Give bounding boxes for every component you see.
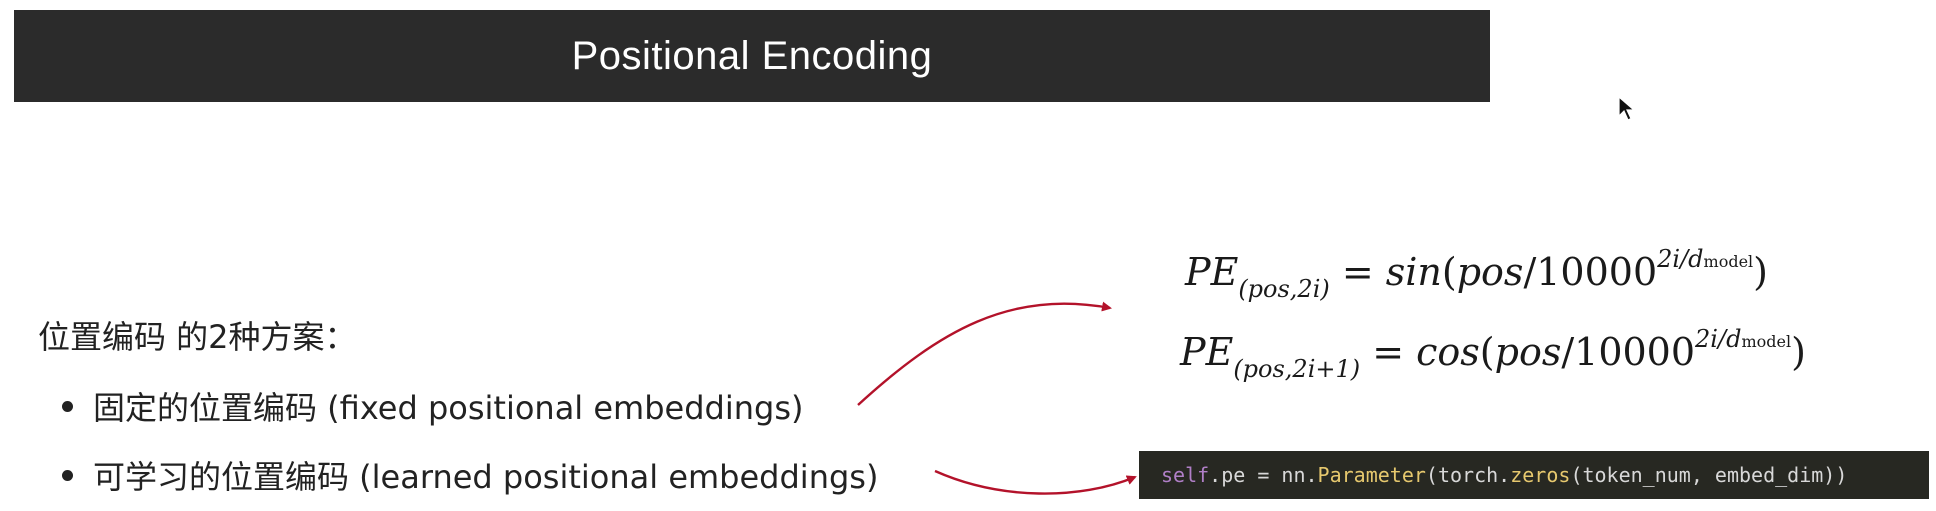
formula-sin-fn: sin <box>1385 250 1442 294</box>
formula-sin-open: ( <box>1441 250 1457 294</box>
bullet-label-learned: 可学习的位置编码 (learned positional embeddings) <box>93 458 879 496</box>
slide-title: Positional Encoding <box>571 33 933 78</box>
formula-cos-lhs: PE <box>1180 330 1234 374</box>
mouse-pointer-icon <box>1618 96 1636 121</box>
formula-cos-subscript: (pos,2i+1) <box>1233 355 1361 383</box>
code-zeros: zeros <box>1510 463 1571 487</box>
list-item-fixed: 固定的位置编码 (fixed positional embeddings) <box>62 383 804 429</box>
title-bar: Positional Encoding <box>14 10 1490 102</box>
code-self: self <box>1161 463 1210 487</box>
formula-cos-divisor: /10000 <box>1561 330 1696 374</box>
formula-sin-divisor: /10000 <box>1523 250 1658 294</box>
curved-arrow-icon <box>857 301 1112 406</box>
bullet-dot <box>62 400 73 412</box>
formula-sin-exponent-sub: model <box>1703 252 1754 271</box>
bullet-dot <box>62 469 73 481</box>
curved-arrow-icon <box>934 469 1137 495</box>
formula-cos-fn: cos <box>1416 330 1480 374</box>
list-item-learned: 可学习的位置编码 (learned positional embeddings) <box>62 452 878 498</box>
code-part-1: .pe = nn. <box>1209 463 1318 487</box>
formula-sin-arg: pos <box>1456 250 1524 294</box>
formula-cos-equals: = <box>1360 330 1417 374</box>
formula-cos: PE(pos,2i+1) = cos(pos/100002i/dmodel) <box>1180 325 1806 383</box>
formula-cos-open: ( <box>1479 330 1495 374</box>
formula-sin-close: ) <box>1753 250 1768 294</box>
bullet-label-fixed: 固定的位置编码 (fixed positional embeddings) <box>93 389 804 427</box>
code-part-3: (token_num, embed_dim)) <box>1570 463 1848 487</box>
code-part-2: (torch. <box>1425 463 1511 487</box>
formula-sin: PE(pos,2i) = sin(pos/100002i/dmodel) <box>1185 245 1768 303</box>
formula-sin-exponent: 2i/d <box>1657 245 1704 273</box>
formula-sin-subscript: (pos,2i) <box>1238 275 1330 303</box>
formula-sin-lhs: PE <box>1185 250 1239 294</box>
section-heading: 位置编码 的2种方案： <box>38 318 357 356</box>
formula-cos-exponent-sub: model <box>1741 332 1792 351</box>
formula-sin-equals: = <box>1329 250 1386 294</box>
formula-cos-close: ) <box>1791 330 1806 374</box>
code-parameter: Parameter <box>1317 463 1426 487</box>
formula-cos-exponent: 2i/d <box>1695 325 1742 353</box>
code-snippet: self.pe = nn.Parameter(torch.zeros(token… <box>1139 451 1929 499</box>
formula-cos-arg: pos <box>1494 330 1562 374</box>
